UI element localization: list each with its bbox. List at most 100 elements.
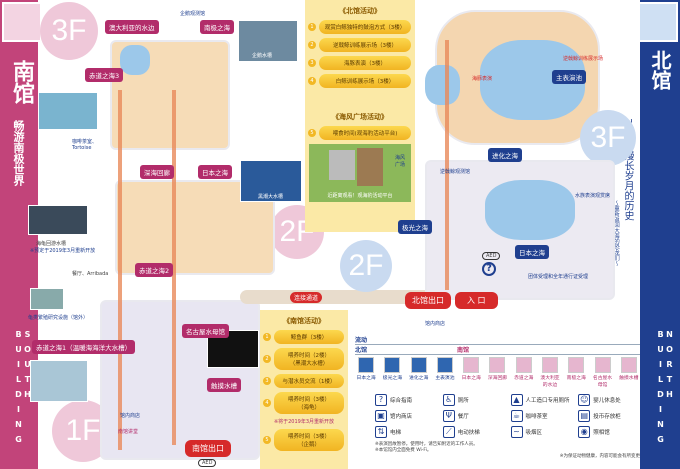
route-stop: 赤道之海 bbox=[513, 357, 535, 381]
route-stop: 澳大利亚的水边 bbox=[539, 357, 561, 388]
garden-eel-photo bbox=[30, 360, 88, 402]
south-activities-note: ※将于2019年3月重新开放 bbox=[273, 419, 335, 425]
floor-3f-south: 3F bbox=[40, 2, 98, 60]
south-shop-label: 馆内商店 bbox=[120, 413, 141, 419]
orca-obs-label: 逆戟鲸观测馆 bbox=[440, 169, 471, 175]
legend-label: 馆内商店 bbox=[390, 414, 413, 420]
north-title: 北馆 bbox=[648, 50, 672, 90]
route-stop-icon bbox=[515, 357, 532, 373]
toilet-icon: ♿ bbox=[442, 394, 455, 406]
label-australia[interactable]: 澳大利亚的水边 bbox=[105, 20, 159, 34]
legend-label: 婴儿休息处 bbox=[593, 398, 621, 404]
label-evolution[interactable]: 进化之海 bbox=[488, 148, 522, 162]
connector-label: 连接通道 bbox=[290, 292, 323, 303]
route-stop: 进化之海 bbox=[408, 357, 430, 381]
legend-item: ⟋电动扶梯 bbox=[442, 426, 505, 438]
legend-label: 投币存放柜 bbox=[593, 414, 621, 420]
penguin-tank-caption: 企鹅水槽 bbox=[252, 53, 273, 59]
route-stop-label: 澳大利亚的水边 bbox=[540, 376, 560, 388]
plaza-caption: 近距离观看！观海豹活动平台 bbox=[327, 193, 393, 199]
label-main-pool[interactable]: 主表演池 bbox=[552, 70, 586, 84]
route-stop-label: 日本之海 bbox=[461, 376, 481, 381]
label-japan-north[interactable]: 日本之海 bbox=[515, 245, 549, 259]
north-shop-label: 馆内商店 bbox=[425, 321, 446, 327]
group-label: 团体受理和全年通行证受理 bbox=[528, 274, 589, 280]
plaza-label: 海风广场 bbox=[395, 155, 406, 168]
legend-item: ♿厕所 bbox=[442, 394, 505, 406]
route-stop-label: 触摸水槽 bbox=[619, 376, 639, 381]
legend-label: 吸烟区 bbox=[525, 430, 543, 436]
label-deepsea[interactable]: 深海回廊 bbox=[140, 165, 174, 179]
legend-label: 餐厅 bbox=[457, 414, 469, 420]
legend-label: 综合指南 bbox=[390, 398, 413, 404]
route-line bbox=[172, 90, 176, 445]
legend-item: ☕咖啡茶室 bbox=[510, 410, 573, 422]
restaurant-label: 餐厅、Arribada bbox=[72, 271, 109, 277]
route-stop: 日本之海 bbox=[460, 357, 482, 381]
north-exit[interactable]: 北馆出口 bbox=[405, 292, 451, 309]
legend-area: 流动 北馆 南馆 日本之海极光之海进化之海主表演池日本之海深海回廊赤道之海澳大利… bbox=[355, 335, 640, 469]
route-line bbox=[445, 40, 449, 290]
route-stop-icon bbox=[594, 357, 611, 373]
smoking-icon: ~ bbox=[510, 426, 523, 438]
route-stop-label: 名古屋水母馆 bbox=[592, 376, 613, 388]
route-stop: 日本之海 bbox=[355, 357, 377, 381]
photo-spot-icon: ◉ bbox=[578, 426, 591, 438]
penguin-obs-label: 企鹅观测馆 bbox=[180, 11, 206, 17]
route-stop-label: 极光之海 bbox=[382, 376, 402, 381]
viewing-label: 水族表演观赏席 bbox=[575, 193, 611, 199]
label-antarctic[interactable]: 南极之海 bbox=[200, 20, 234, 34]
route-stop-icon bbox=[463, 357, 480, 373]
route-north-label: 北馆 bbox=[355, 347, 368, 354]
question-icon: ? bbox=[375, 394, 387, 406]
legend-footnote: ※为保证动物健康，内容可能会有所变更 bbox=[559, 454, 640, 459]
route-stop-icon bbox=[620, 357, 637, 373]
south-subtitle: 畅游南极世界 bbox=[12, 120, 25, 186]
route-stop-label: 主表演池 bbox=[435, 376, 455, 381]
route-stop: 南极之海 bbox=[565, 357, 587, 381]
legend-label: 照相馆 bbox=[593, 430, 610, 436]
label-jellyfish[interactable]: 名古屋水母馆 bbox=[182, 324, 229, 338]
route-stop: 极光之海 bbox=[381, 357, 403, 381]
info-question-icon[interactable]: ? bbox=[482, 262, 496, 276]
route-stop-label: 南极之海 bbox=[566, 376, 586, 381]
elevator-icon: ⇅ bbox=[375, 426, 387, 438]
label-equator3[interactable]: 赤道之海3 bbox=[85, 68, 124, 82]
south-english: SOUTH BUILDING bbox=[14, 330, 32, 450]
route-stop: 触摸水槽 bbox=[618, 357, 640, 381]
legend-note: ※表演因故暂停。使用时，请告知附近的工作人员。 bbox=[375, 442, 478, 447]
ostomy-toilet-icon: ▲ bbox=[510, 394, 523, 406]
label-equator2[interactable]: 赤道之海2 bbox=[135, 263, 174, 277]
route-stop-label: 日本之海 bbox=[356, 376, 376, 381]
black-tank-caption: 黑潮大水槽 bbox=[258, 194, 284, 200]
turtle-note: ※预定于2019年3月重新开放 bbox=[30, 248, 96, 254]
route-stop: 主表演池 bbox=[434, 357, 456, 381]
south-exit[interactable]: 南馆出口 bbox=[185, 440, 231, 457]
legend-note: ※本馆馆内全面免费 Wi-Fi。 bbox=[375, 448, 432, 453]
floor-3f-north: 3F bbox=[580, 110, 636, 166]
label-equator1[interactable]: 赤道之海1（温暖海海洋大水槽） bbox=[32, 340, 136, 354]
plaza-activities-title: 《海风广场活动》 bbox=[332, 113, 388, 121]
entrance[interactable]: 入 口 bbox=[455, 292, 498, 309]
baby-room-icon: ☺ bbox=[578, 394, 591, 406]
label-touch[interactable]: 触摸水槽 bbox=[207, 378, 241, 392]
route-stop-icon bbox=[568, 357, 585, 373]
label-aurora[interactable]: 极光之海 bbox=[398, 220, 432, 234]
label-japan-south[interactable]: 日本之海 bbox=[198, 165, 232, 179]
route-stop-label: 进化之海 bbox=[409, 376, 429, 381]
lecture-label: 南馆讲堂 bbox=[118, 429, 139, 435]
turtle-photo bbox=[38, 92, 98, 130]
legend-item: ⇅电梯 bbox=[375, 426, 437, 438]
